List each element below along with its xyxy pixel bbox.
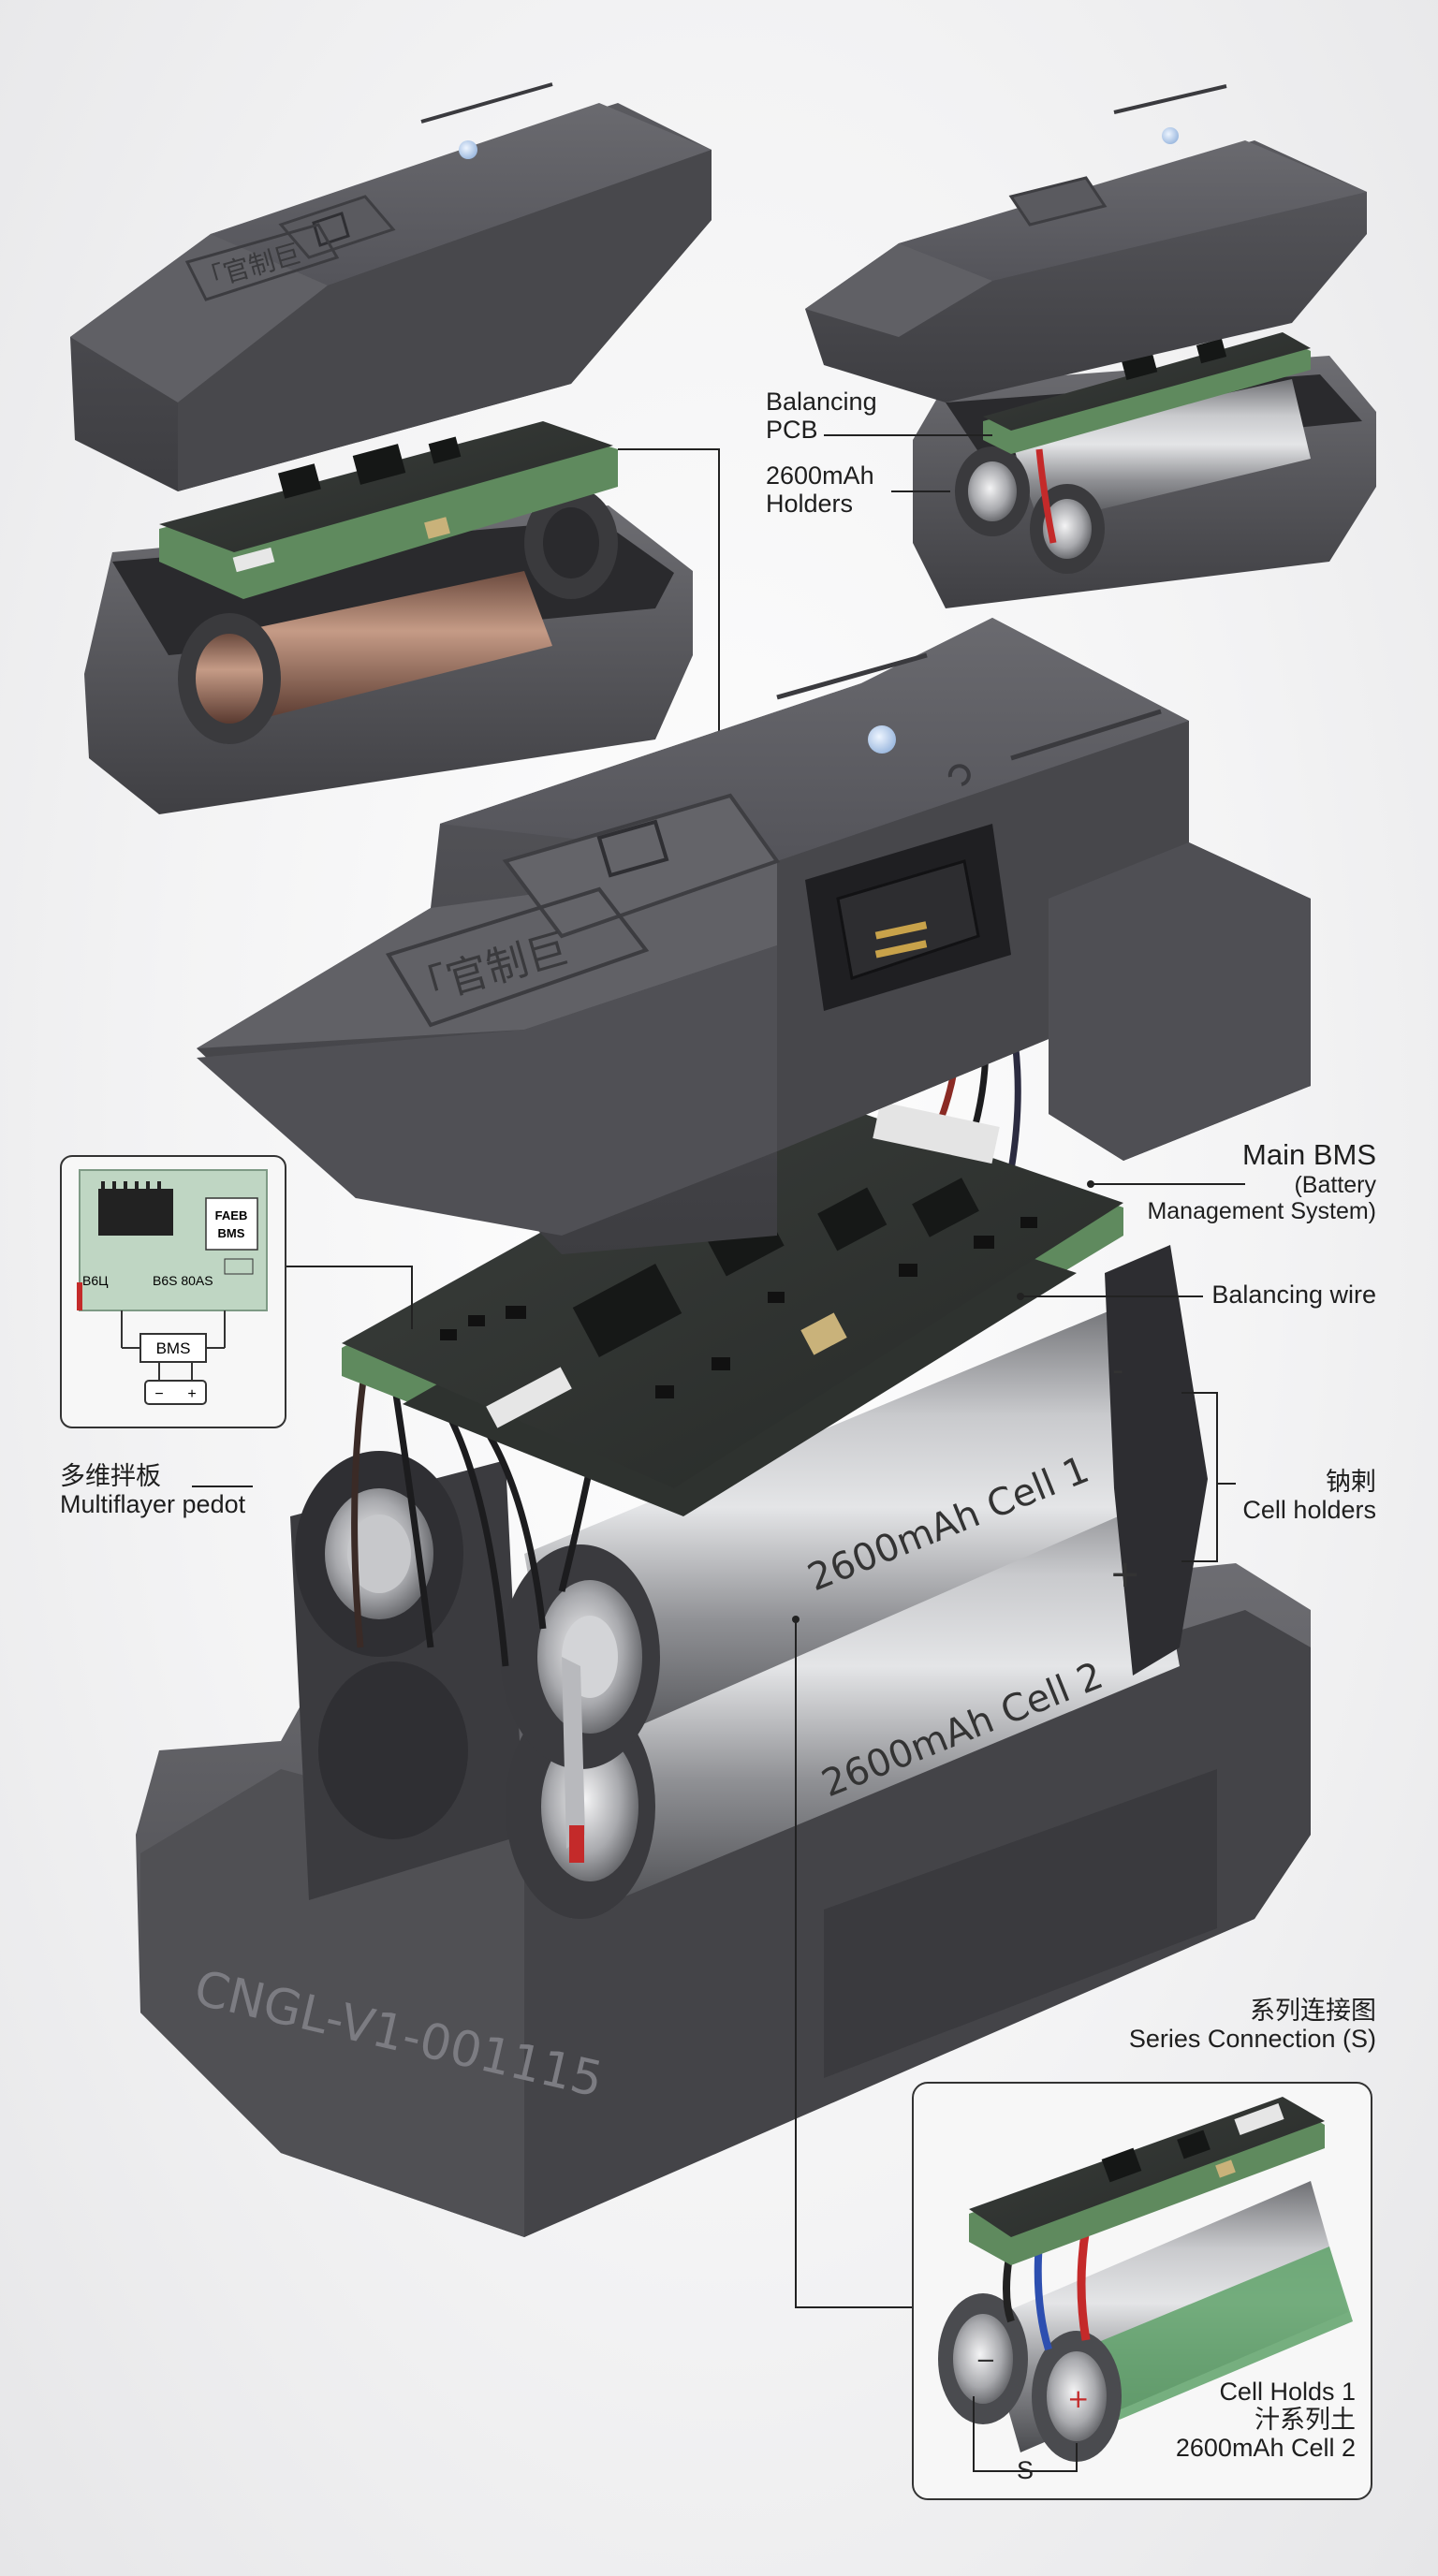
leader-top-pcb-to-lid <box>618 448 720 791</box>
leader-schematic <box>286 1266 413 1329</box>
top-right-cell <box>1011 379 1311 524</box>
main-case-front <box>140 1769 524 2237</box>
series-plus: + <box>1067 2383 1089 2414</box>
schematic-chip-right2: BMS <box>218 1226 245 1240</box>
cell-1 <box>524 1301 1161 1760</box>
series-red-wire <box>1077 2227 1091 2341</box>
top-left-unit: 「官制巨 <box>70 82 712 814</box>
main-lid-side-clip <box>1049 842 1311 1161</box>
schematic-chip-left: B6Ц <box>82 1273 109 1288</box>
schematic-bms-box <box>139 1333 207 1363</box>
top-left-led-icon <box>459 140 477 159</box>
balancing-wire-label: Balancing wire <box>1211 1281 1376 1309</box>
series-s-label: S <box>1017 2456 1034 2484</box>
series-inset-labels: Cell Holds 1 汁系列土 2600mAh Cell 2 <box>1175 2378 1356 2463</box>
right-cell-holders <box>1105 1245 1208 1676</box>
top-left-copper-cell <box>215 571 552 721</box>
crystal <box>800 1312 847 1355</box>
top-left-pcb <box>159 421 613 552</box>
nickel-strip <box>562 1657 585 1849</box>
top-left-lid-badge <box>278 195 396 259</box>
schematic-cell <box>144 1380 207 1405</box>
schematic-chip <box>98 1189 173 1236</box>
cell-holders-label: 钠剌 Cell holders <box>1242 1468 1376 1525</box>
battery-symbol-icon <box>596 819 669 878</box>
series-cell-end-1 <box>953 2314 1013 2404</box>
leader-cell-holders-bracket <box>1181 1392 1218 1562</box>
leader-series-inset <box>795 1619 913 2308</box>
series-title: 系列连接图 Series Connection (S) <box>1128 1997 1376 2054</box>
main-assembly: CNGL-V1-001115 - + 2600mAh Cell 1 2600mA… <box>136 618 1311 2237</box>
main-lid-top <box>440 618 1189 861</box>
series-cell-end-2 <box>1047 2351 1107 2441</box>
main-lid-marking-plate <box>385 886 650 1028</box>
schematic-plus: + <box>187 1386 196 1402</box>
header-connector <box>873 1101 1000 1164</box>
schematic-fuse-block <box>205 1197 258 1251</box>
red-tab <box>569 1825 584 1863</box>
balancing-wire-1 <box>351 1366 369 1648</box>
battery-symbol-icon <box>312 212 350 247</box>
top-right-red-wire <box>1035 448 1057 544</box>
cell-1-minus: - <box>1112 1352 1123 1389</box>
top-right-lid-badge <box>1008 176 1108 227</box>
schematic-chip-right: FAEB <box>215 1208 248 1222</box>
top-right-unit <box>805 84 1376 608</box>
multilayer-label: 多维拌板 Multiflayer pedot <box>60 1462 246 1519</box>
balance-connector <box>486 1367 572 1428</box>
schematic-bms-label: BMS <box>156 1339 191 1357</box>
schematic-inset: FAEB BMS B6Ц B6S 80AS BMS − + <box>60 1155 286 1428</box>
main-led-icon <box>868 725 896 754</box>
series-s-bracket <box>973 2396 1078 2472</box>
main-bms-label: Main BMS (Battery Management System) <box>1147 1138 1376 1224</box>
top-right-pcb <box>983 332 1311 431</box>
connector-pin-1 <box>874 921 928 940</box>
schematic-minus: − <box>154 1386 163 1402</box>
holders-label: 2600mAh Holders <box>766 461 874 519</box>
series-minus: − <box>976 2347 996 2375</box>
cell-2-plus: + <box>1109 1553 1141 1596</box>
cell-2 <box>524 1460 1180 1919</box>
connector-pin-2 <box>874 940 928 959</box>
schematic-chip-mid: B6S 80AS <box>153 1273 213 1288</box>
top-left-lid-slope <box>70 234 328 402</box>
series-pcb <box>969 2097 1325 2237</box>
top-left-lid-marking-plate <box>184 223 340 301</box>
bms-chip <box>572 1264 682 1357</box>
series-inset: − + S <box>912 2082 1372 2500</box>
series-cell-wrap <box>1058 2247 1353 2434</box>
top-right-led-icon <box>1162 127 1179 144</box>
balancing-pcb-label: Balancing PCB <box>766 388 877 445</box>
